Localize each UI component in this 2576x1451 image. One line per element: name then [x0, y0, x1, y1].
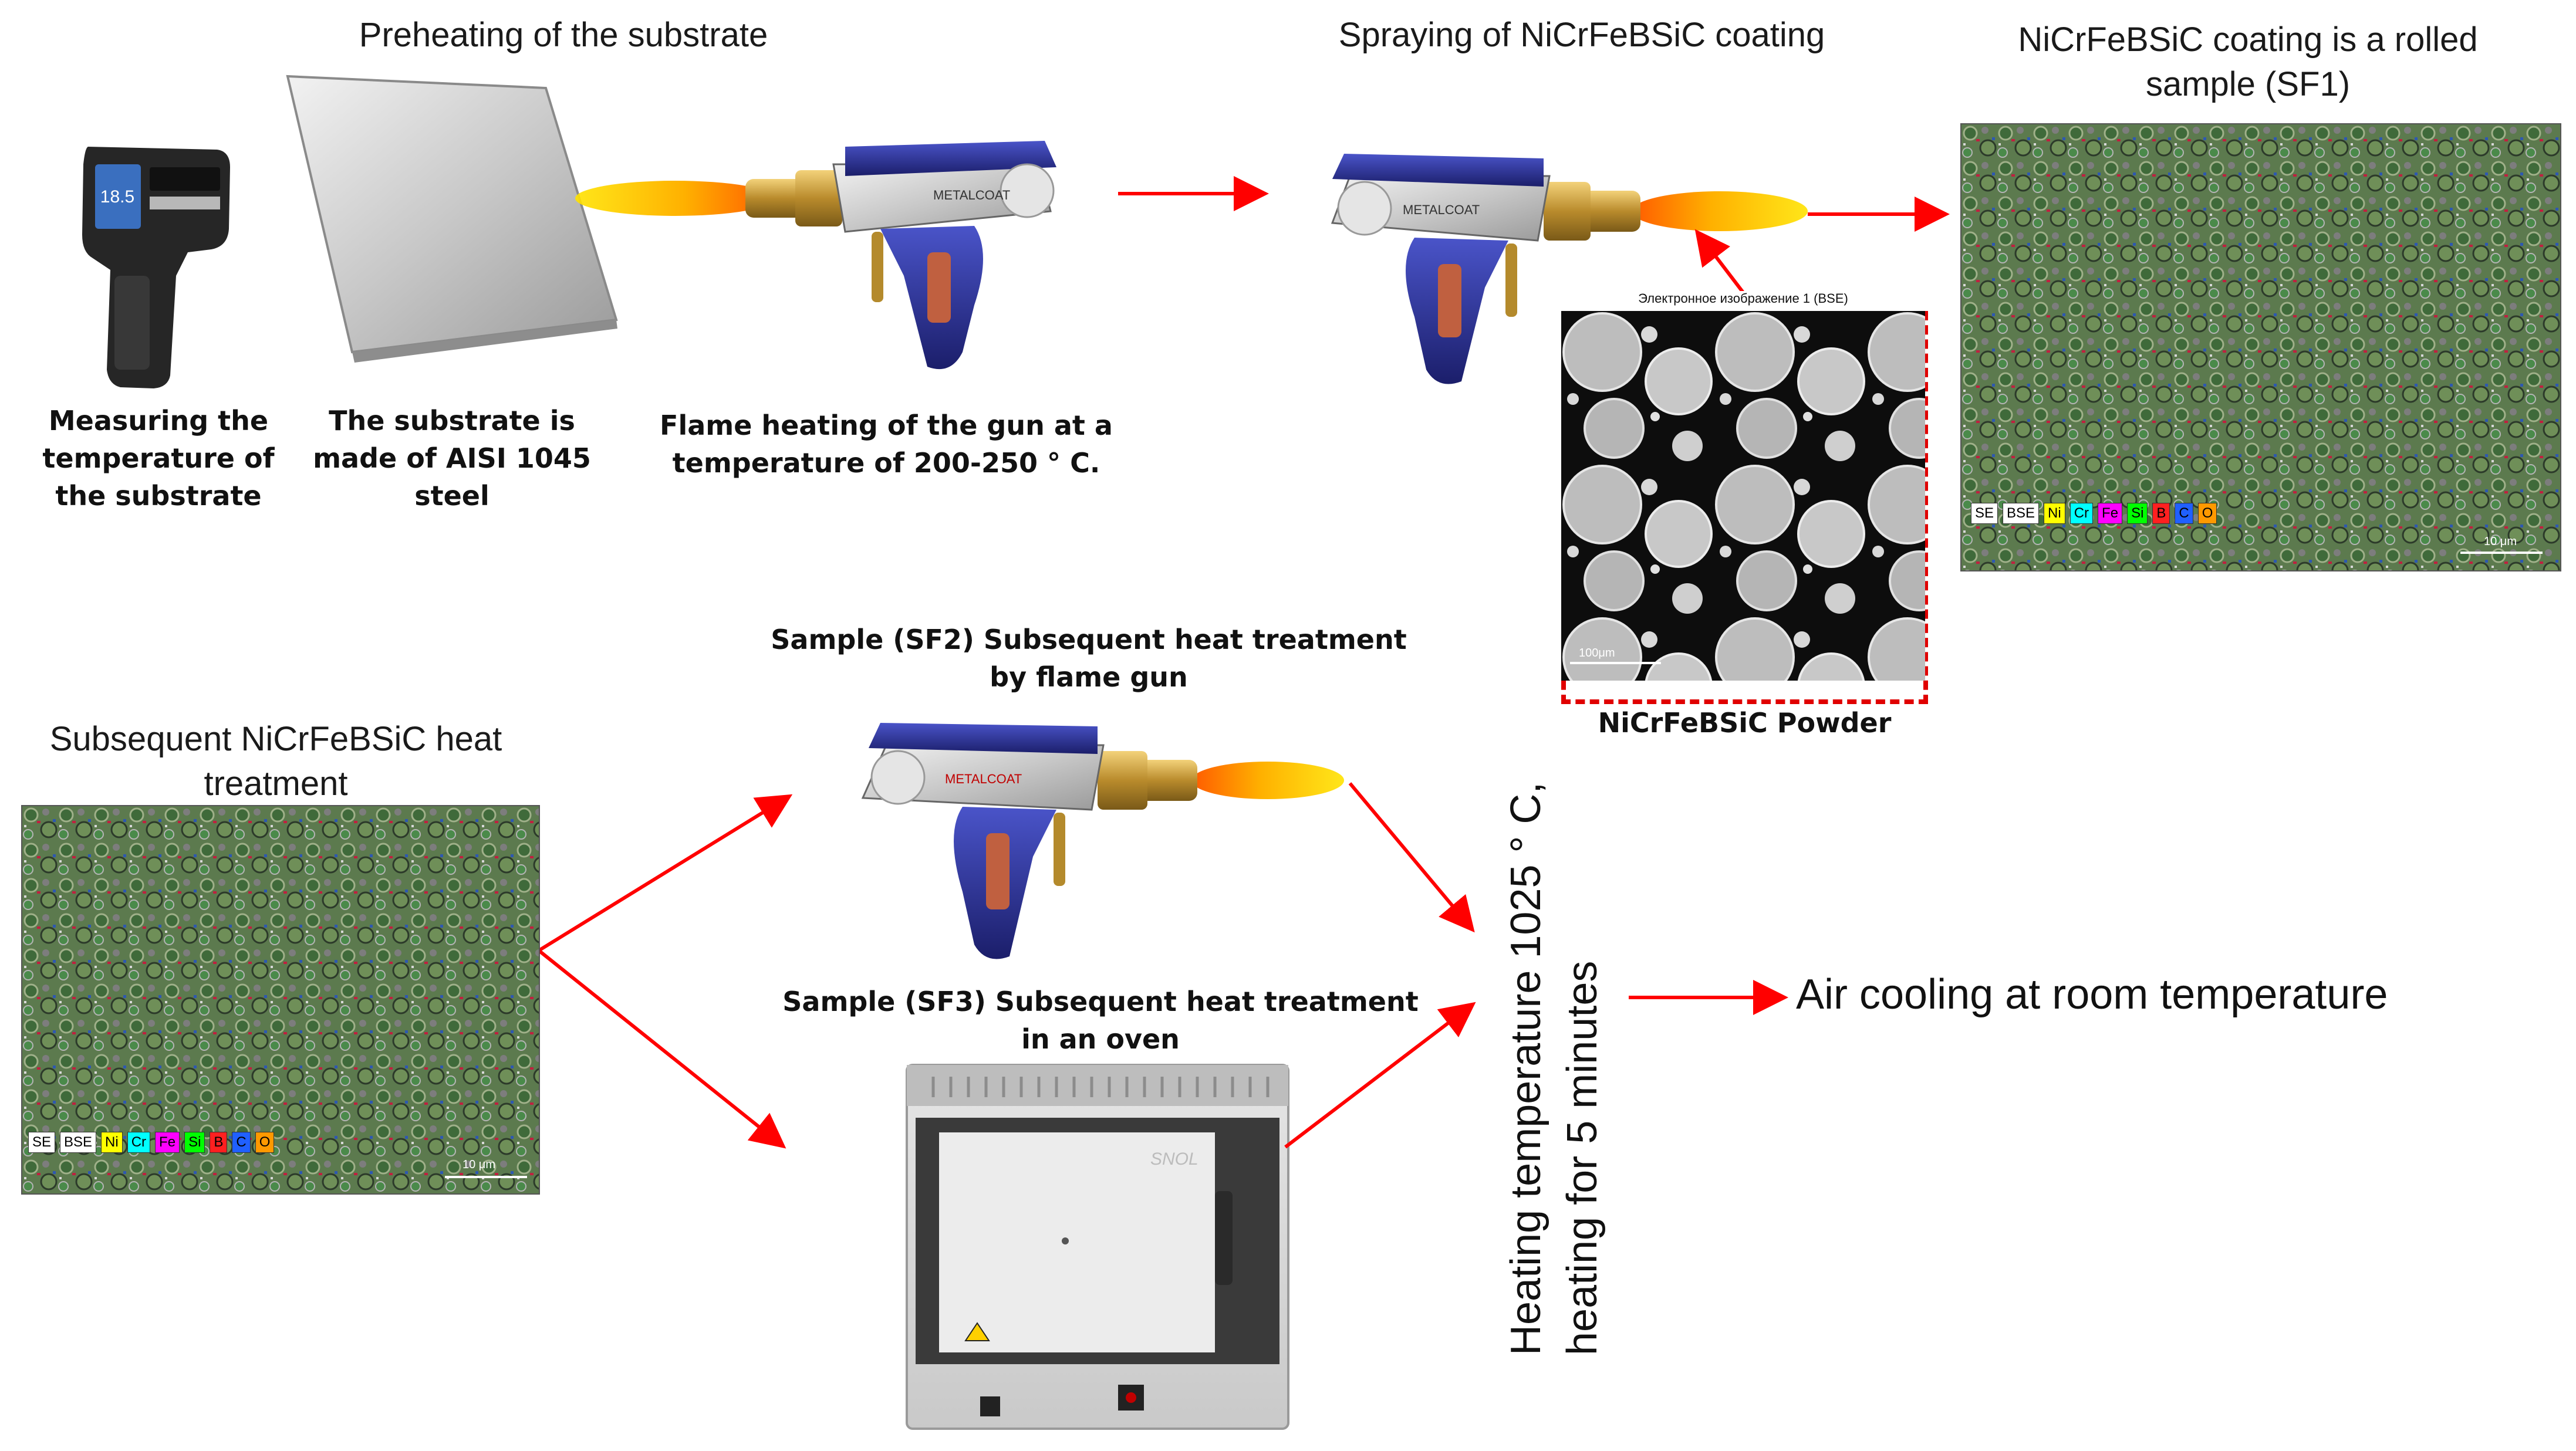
caption-sf3: Sample (SF3) Subsequent heat treatment i… — [769, 983, 1432, 1058]
caption-flame-heating: Flame heating of the gun at a temperatur… — [646, 407, 1127, 482]
subsequent-title-line1: Subsequent NiCrFeBSiC heat — [49, 720, 502, 758]
map-scale-label-sf1: 10 μm — [2484, 535, 2517, 548]
legend-b: B — [210, 1132, 228, 1153]
svg-text:SNOL: SNOL — [1150, 1149, 1198, 1169]
subsequent-title-line2: treatment — [204, 765, 348, 803]
legend-se: SE — [28, 1132, 56, 1153]
eds-map-sf1-svg — [1961, 124, 2560, 570]
heating-line2: heating for 5 minutes — [1559, 960, 1606, 1355]
eds-map-subsequent-svg — [22, 806, 539, 1193]
legend-ni: Ni — [2044, 503, 2065, 524]
powder-sem-image: 100μm — [1561, 311, 1925, 681]
flame-gun-icon-preheat: METALCOAT — [575, 141, 1056, 370]
caption-measuring-line3: the substrate — [55, 480, 262, 512]
caption-flame-line1: Flame heating of the gun at a — [660, 410, 1113, 441]
legend-b: B — [2152, 503, 2170, 524]
caption-substrate-line3: steel — [414, 480, 489, 512]
legend-bse: BSE — [2003, 503, 2040, 524]
legend-c: C — [232, 1132, 251, 1153]
legend-o: O — [2197, 503, 2217, 524]
eds-map-subsequent: SE BSE Ni Cr Fe Si B C O 10 μm — [21, 805, 540, 1195]
legend-fe: Fe — [2098, 503, 2123, 524]
flow-arrows — [538, 176, 1950, 1149]
legend-se: SE — [1971, 503, 1998, 524]
arrow-map-to-sf3 — [538, 949, 786, 1149]
caption-sf3-line2: in an oven — [1021, 1023, 1180, 1055]
caption-sf3-line1: Sample (SF3) Subsequent heat treatment — [782, 986, 1419, 1017]
eds-legend-subsequent: SE BSE Ni Cr Fe Si B C O — [28, 1132, 275, 1153]
caption-flame-line2: temperature of 200-250 ° C. — [672, 447, 1100, 479]
subsequent-treatment-title: Subsequent NiCrFeBSiC heat treatment — [0, 717, 552, 806]
caption-measuring-line1: Measuring the — [48, 405, 269, 437]
sem-scale-label: 100μm — [1579, 647, 1615, 659]
sem-image-header: Электронное изображение 1 (BSE) — [1620, 291, 1866, 306]
svg-text:METALCOAT: METALCOAT — [1403, 202, 1480, 217]
steel-substrate-plate-icon — [286, 75, 618, 363]
caption-substrate: The substrate is made of AISI 1045 steel — [311, 402, 593, 515]
caption-sf2-line2: by flame gun — [990, 661, 1188, 693]
caption-substrate-line1: The substrate is — [329, 405, 575, 437]
eds-legend-sf1: SE BSE Ni Cr Fe Si B C O — [1971, 503, 2217, 524]
powder-sem-svg — [1561, 311, 1925, 681]
rolled-title-line2: sample (SF1) — [2145, 65, 2351, 103]
arrow-sf2-to-heating — [1348, 782, 1475, 933]
caption-substrate-line2: made of AISI 1045 — [313, 442, 591, 474]
legend-si: Si — [184, 1132, 205, 1153]
caption-measuring: Measuring the temperature of the substra… — [35, 402, 282, 515]
flame-gun-icon-sf2: METALCOAT — [861, 723, 1344, 959]
rolled-title-line1: NiCrFeBSiC coating is a rolled — [2018, 21, 2478, 59]
svg-text:METALCOAT: METALCOAT — [933, 188, 1010, 202]
caption-sf2: Sample (SF2) Subsequent heat treatment b… — [757, 621, 1420, 696]
rolled-sample-title: NiCrFeBSiC coating is a rolled sample (S… — [1954, 18, 2541, 107]
map-scale-label-subsequent: 10 μm — [462, 1158, 495, 1171]
spraying-title: Spraying of NiCrFeBSiC coating — [1338, 16, 1825, 54]
arrow-sf3-to-heating — [1284, 1002, 1476, 1149]
svg-text:METALCOAT: METALCOAT — [945, 772, 1022, 786]
caption-sf2-line1: Sample (SF2) Subsequent heat treatment — [771, 624, 1407, 655]
caption-powder: NiCrFeBSiC Powder — [1598, 707, 1892, 739]
air-cooling-text: Air cooling at room temperature — [1796, 971, 2388, 1018]
legend-cr: Cr — [2069, 503, 2094, 524]
ir-thermometer-icon: 18.5 — [82, 147, 230, 388]
legend-ni: Ni — [101, 1132, 123, 1153]
legend-fe: Fe — [155, 1132, 180, 1153]
flame-gun-icon-spraying: METALCOAT — [1331, 154, 1808, 384]
legend-si: Si — [2127, 503, 2148, 524]
heating-conditions-text: Heating temperature 1025 ° C, heating fo… — [1498, 698, 1611, 1355]
caption-measuring-line2: temperature of — [42, 442, 275, 474]
preheating-title: Preheating of the substrate — [359, 16, 768, 54]
legend-o: O — [255, 1132, 275, 1153]
legend-cr: Cr — [127, 1132, 151, 1153]
heating-line1: Heating temperature 1025 ° C, — [1503, 782, 1549, 1355]
arrow-map-to-sf2 — [538, 794, 793, 952]
eds-map-sf1: SE BSE Ni Cr Fe Si B C O 10 μm — [1960, 123, 2561, 571]
legend-bse: BSE — [60, 1132, 97, 1153]
arrow-powder-to-gun — [1694, 229, 1748, 297]
legend-c: C — [2175, 503, 2193, 524]
muffle-oven-icon: SNOL — [906, 1064, 1289, 1430]
svg-text:18.5: 18.5 — [100, 187, 134, 207]
